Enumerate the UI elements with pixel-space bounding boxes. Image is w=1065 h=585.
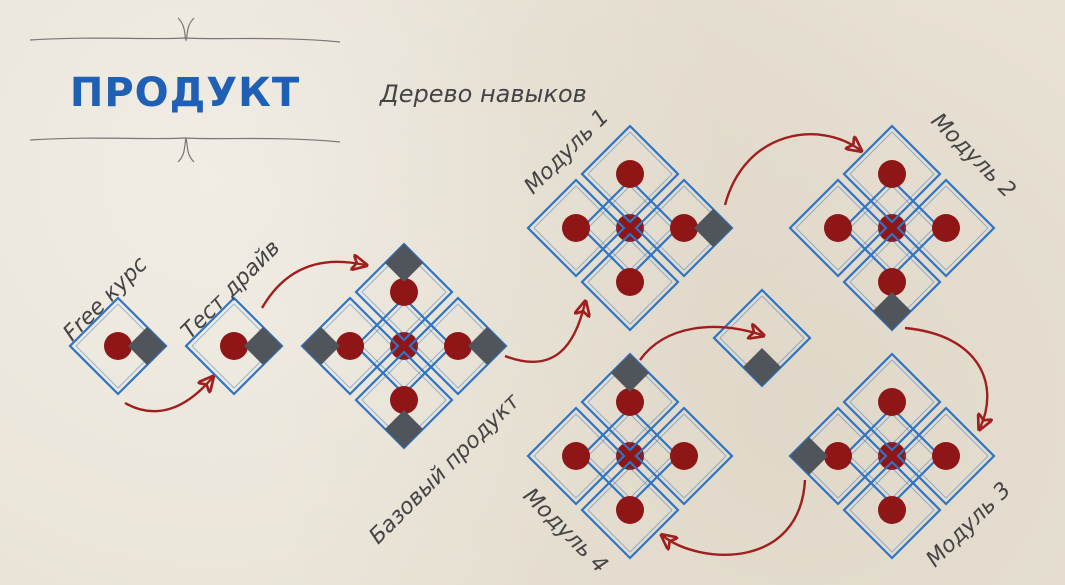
skill-dot [932,442,960,470]
skill-box-sketch [361,249,447,335]
label-base-product: Базовый продукт [365,388,526,549]
progress-arrows [124,133,987,556]
label-module-4: Модуль 4 [518,484,613,579]
label-module-1: Модуль 1 [520,105,615,200]
skill-dot [390,386,418,414]
skill-dot [670,442,698,470]
label-free-course: Free курс [59,252,153,346]
skill-box [842,460,942,560]
skill-dot [616,160,644,188]
arrow-test-to-base [260,262,365,309]
arrow-m1-to-m2 [723,133,860,206]
node-labels: Free курс Тест драйв Базовый продукт Мод… [59,105,1021,578]
skill-dot [932,214,960,242]
skill-box-sketch [587,239,673,325]
skill-dot [616,388,644,416]
skill-box-sketch [587,467,673,553]
skill-box-sketch [849,131,935,217]
skill-dot [616,496,644,524]
connector-notch [873,292,911,330]
skill-dot [878,442,906,470]
connector-notch [128,327,166,365]
connector-notch [694,209,732,247]
skill-box-sketch [533,185,619,271]
skill-box [580,232,680,332]
label-module-3: Модуль 3 [922,478,1017,573]
connector-notch [468,327,506,365]
skill-box-sketch [587,359,673,445]
skill-box [580,460,680,560]
skill-dot [562,442,590,470]
skill-box-sketch [849,467,935,553]
skill-dot [670,214,698,242]
skill-dot [878,214,906,242]
arrow-m2-to-m3 [904,326,987,428]
connector-notch [302,327,340,365]
skill-box-sketch [587,131,673,217]
arrow-m3-to-m4 [663,479,807,556]
skill-box [354,242,454,342]
skill-box [526,406,626,506]
label-test-drive: Тест драйв [177,235,286,344]
diagram-subtitle: Дерево навыков [379,80,587,108]
arrow-base-to-m1 [504,303,585,363]
skill-dot [104,332,132,360]
arrow-m4-to-extra [639,327,762,361]
skill-box [580,352,680,452]
connector-notch [743,348,781,386]
skill-box-sketch [795,185,881,271]
arrow-free-to-test [124,378,212,413]
connector-notch [385,244,423,282]
skill-dot [878,268,906,296]
connector-notch [790,437,828,475]
skill-box [580,124,680,224]
skill-dot [562,214,590,242]
skill-dot [824,442,852,470]
skill-box-sketch [903,413,989,499]
connector-notch [244,327,282,365]
skill-box-sketch [903,185,989,271]
skill-box-sketch [641,413,727,499]
skill-dot [616,268,644,296]
page-title: ПРОДУКТ [70,70,300,116]
skill-box [788,178,888,278]
skill-dot [878,496,906,524]
skill-nodes [68,124,996,560]
skill-box [526,178,626,278]
skill-box [842,124,942,224]
skill-box [634,406,734,506]
skill-dot [878,388,906,416]
skill-box-sketch [849,359,935,445]
skill-dot [390,332,418,360]
skill-dot [616,214,644,242]
skill-dot [824,214,852,242]
skill-dot [878,160,906,188]
connector-notch [611,354,649,392]
title-banner: ПРОДУКТ [29,17,341,163]
label-module-2: Модуль 2 [926,109,1021,204]
skill-dot [390,278,418,306]
skill-dot [444,332,472,360]
connector-notch [385,410,423,448]
skill-box [896,178,996,278]
skill-dot [220,332,248,360]
skill-dot [336,332,364,360]
skill-box-sketch [533,413,619,499]
skill-box [842,352,942,452]
skill-dot [616,442,644,470]
skill-box [896,406,996,506]
